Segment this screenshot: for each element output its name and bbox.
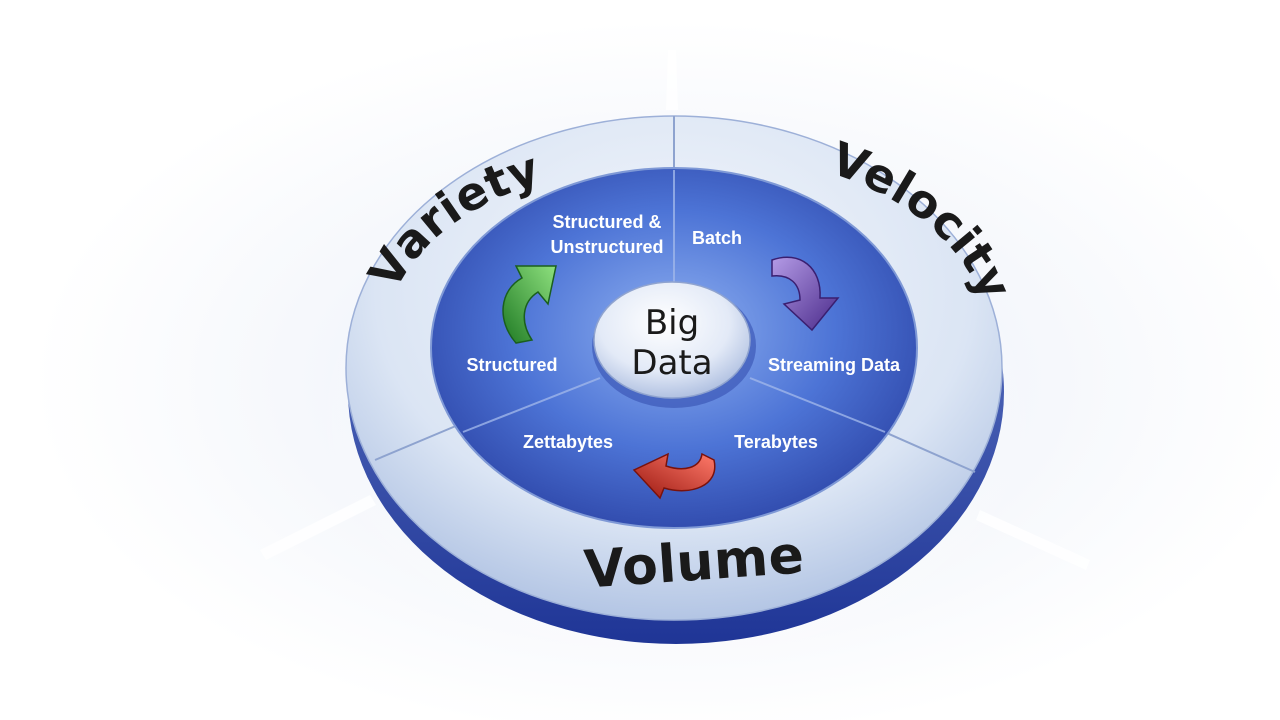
green-curved-arrow-icon (502, 265, 557, 344)
volume-item-right: Terabytes (734, 432, 818, 452)
center-hub (593, 281, 751, 399)
velocity-item-top: Batch (692, 228, 742, 248)
purple-curved-arrow-icon (771, 256, 840, 332)
variety-item-bottom: Structured (466, 355, 557, 375)
inner-dividers (462, 170, 886, 433)
center-label-line1: Big (645, 303, 699, 343)
variety-item-top-line2: Unstructured (550, 237, 663, 257)
variety-item-top-line1: Structured & (552, 212, 661, 232)
red-curved-arrow-icon (632, 452, 716, 500)
center-label-line2: Data (631, 343, 712, 383)
volume-item-left: Zettabytes (523, 432, 613, 452)
velocity-item-bottom: Streaming Data (768, 355, 901, 375)
